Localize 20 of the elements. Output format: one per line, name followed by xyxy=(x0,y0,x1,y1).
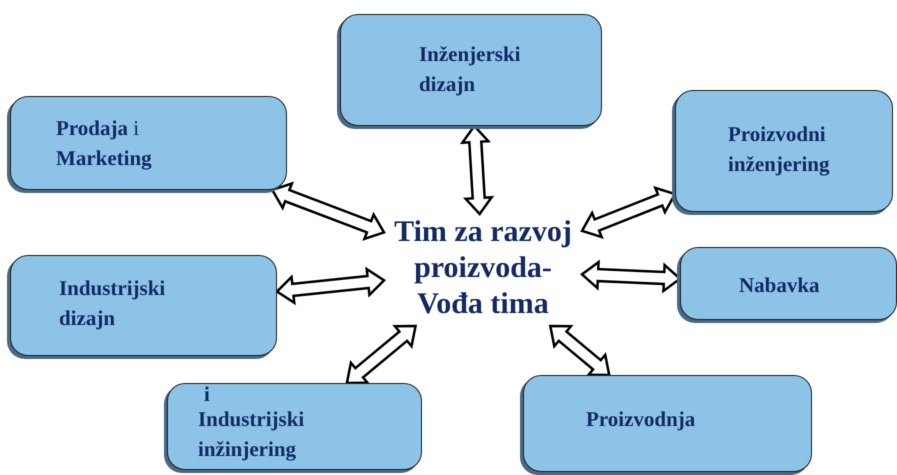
department-label: Nabavka xyxy=(739,272,821,299)
department-label: Industrijski dizajn xyxy=(59,275,166,332)
department-label: Industrijski inžinjering xyxy=(198,406,306,464)
department-box xyxy=(340,14,602,126)
stray-letter: i xyxy=(204,381,211,408)
department-label: Proizvodni inženjering xyxy=(728,121,830,178)
double-arrow xyxy=(270,182,386,241)
department-box xyxy=(10,255,277,356)
department-label: Proizvodnja xyxy=(586,406,696,433)
department-box xyxy=(675,90,893,212)
department-label: Inženjerski dizajn xyxy=(419,41,522,98)
double-arrow xyxy=(345,324,418,384)
department-box xyxy=(680,247,897,320)
department-box xyxy=(167,383,422,470)
department-label: Prodaja i Marketing xyxy=(56,115,153,172)
double-arrow xyxy=(548,324,611,376)
double-arrow xyxy=(275,266,386,306)
team-title: Tim za razvoj proizvoda- Vođa tima xyxy=(384,214,582,326)
department-box xyxy=(523,375,812,472)
department-box xyxy=(10,96,287,190)
